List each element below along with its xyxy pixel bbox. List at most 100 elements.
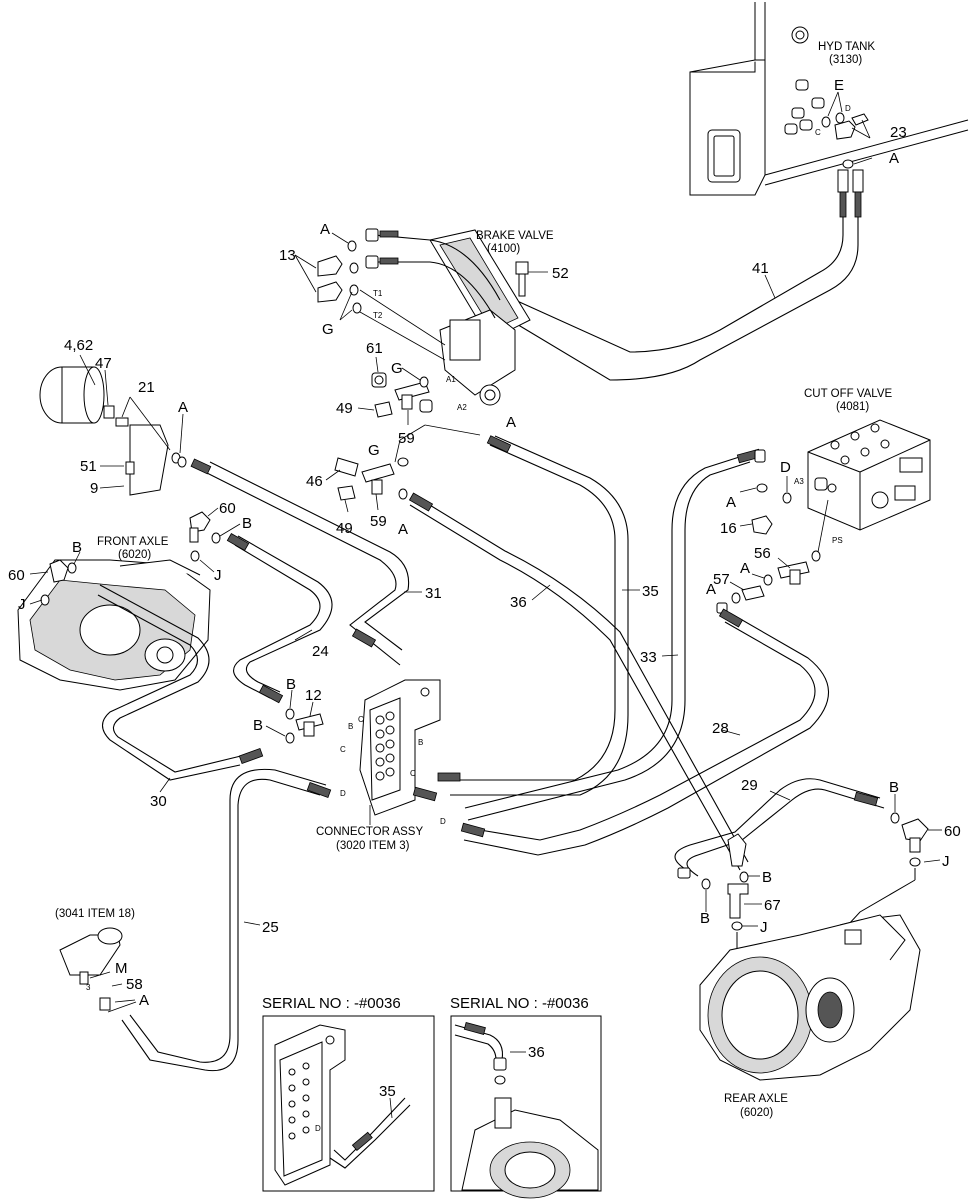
label-b-fa: B xyxy=(72,539,82,556)
inset-port-d: D xyxy=(315,1124,321,1133)
hose-30: 30 xyxy=(97,584,264,810)
label-25: 25 xyxy=(262,919,279,936)
label-67: 67 xyxy=(764,897,781,914)
hose-28: 28 xyxy=(460,608,830,856)
label-12: 12 xyxy=(305,687,322,704)
port-b-conn: B xyxy=(348,722,353,731)
label-a-cov: A xyxy=(726,494,736,511)
hose-35: 35 xyxy=(437,435,659,796)
fitting-52: 52 xyxy=(515,261,569,297)
label-b-67b: B xyxy=(700,910,710,927)
label-61: 61 xyxy=(366,340,383,357)
port-c: C xyxy=(815,128,821,137)
label-j-67: J xyxy=(760,919,768,936)
label-m: M xyxy=(115,960,128,977)
port-d-conn2: D xyxy=(440,817,446,826)
label-g3: G xyxy=(368,442,380,459)
front-axle: FRONT AXLE (6020) 60 B J xyxy=(8,536,211,691)
label-a-tank: A xyxy=(889,150,899,167)
label-59b: 59 xyxy=(370,513,387,530)
inset-serial-1: SERIAL NO : -#0036 D 35 xyxy=(262,995,435,1192)
port-c-conn1: C xyxy=(358,715,364,724)
label-b-12b: B xyxy=(253,717,263,734)
cut-off-valve-code: (4081) xyxy=(836,401,869,413)
part-3041-item-18: (3041 ITEM 18) M 3 58 A xyxy=(55,908,149,1013)
hose-36: 36 xyxy=(408,492,749,871)
label-60b: 60 xyxy=(219,500,236,517)
label-41: 41 xyxy=(752,260,769,277)
rear-axle-name: REAR AXLE xyxy=(724,1093,788,1105)
fittings-rear-right: B 60 J xyxy=(847,779,961,926)
label-30: 30 xyxy=(150,793,167,810)
brake-valve-code: (4100) xyxy=(487,243,520,255)
port-c-conn2: C xyxy=(340,745,346,754)
label-a-bv2: A xyxy=(506,414,516,431)
inset-2-title: SERIAL NO : -#0036 xyxy=(450,995,589,1012)
label-16: 16 xyxy=(720,520,737,537)
label-a3: A xyxy=(398,521,408,538)
label-9: 9 xyxy=(90,480,98,497)
rear-axle-code: (6020) xyxy=(740,1107,773,1119)
hyd-tank-name: HYD TANK xyxy=(818,41,875,53)
label-60c: 60 xyxy=(944,823,961,840)
label-a-bv: A xyxy=(320,221,330,238)
hose-33: 33 xyxy=(412,448,766,821)
label-35-inset: 35 xyxy=(379,1083,396,1100)
cut-off-valve: CUT OFF VALVE (4081) A3 PS D xyxy=(780,388,931,562)
label-j-fa: J xyxy=(18,596,26,613)
label-29: 29 xyxy=(741,777,758,794)
label-35: 35 xyxy=(642,583,659,600)
fittings-46-49-59-lower: G 46 49 59 A A xyxy=(306,414,516,538)
fittings-cut-off: A 16 56 A 57 A xyxy=(706,483,810,614)
label-j-fl: J xyxy=(214,567,222,584)
hose-31: 31 xyxy=(190,458,442,666)
label-51: 51 xyxy=(80,458,97,475)
port-ps: PS xyxy=(832,536,843,545)
label-a-acc: A xyxy=(178,399,188,416)
port-a2: A2 xyxy=(457,403,467,412)
hyd-tank: HYD TANK (3130) xyxy=(689,2,969,196)
hose-29: 29 xyxy=(674,777,885,879)
label-a-58: A xyxy=(139,992,149,1009)
front-axle-code: (6020) xyxy=(118,549,151,561)
port-t2: T2 xyxy=(373,311,383,320)
port-d: D xyxy=(845,104,851,113)
label-e: E xyxy=(834,77,844,94)
connector-assy-code: (3020 ITEM 3) xyxy=(336,840,410,852)
label-b-67a: B xyxy=(762,869,772,886)
brake-valve: BRAKE VALVE (4100) T1 T2 A1 A2 xyxy=(359,228,554,412)
label-j-ra: J xyxy=(942,853,950,870)
label-g-bv2: G xyxy=(391,360,403,377)
port-d-conn: D xyxy=(340,789,346,798)
fittings-rear-left: B B 67 J xyxy=(700,833,781,960)
connector-assy-name: CONNECTOR ASSY xyxy=(316,826,423,838)
label-28: 28 xyxy=(712,720,729,737)
label-52: 52 xyxy=(552,265,569,282)
ref-3041: (3041 ITEM 18) xyxy=(55,908,135,920)
label-56: 56 xyxy=(754,545,771,562)
label-58: 58 xyxy=(126,976,143,993)
port-c-conn3: C xyxy=(410,769,416,778)
tank-fittings: E D C 23 A 41 xyxy=(752,77,907,299)
connector-ports xyxy=(375,711,395,781)
fittings-13: 13 A G xyxy=(279,221,362,338)
port-3: 3 xyxy=(86,983,91,992)
fittings-61-49-59-upper: 61 G 49 59 xyxy=(336,340,433,447)
label-b-fl: B xyxy=(242,515,252,532)
hose-25: 25 xyxy=(121,768,332,1072)
label-31: 31 xyxy=(425,585,442,602)
label-47: 47 xyxy=(95,355,112,372)
port-a3: A3 xyxy=(794,477,804,486)
label-59a: 59 xyxy=(398,430,415,447)
label-36: 36 xyxy=(510,594,527,611)
label-49a: 49 xyxy=(336,400,353,417)
accumulator: 4,62 47 21 A 51 9 xyxy=(39,337,188,497)
port-a1: A1 xyxy=(446,375,456,384)
label-4-62: 4,62 xyxy=(64,337,93,354)
label-d-cov: D xyxy=(780,459,791,476)
label-13: 13 xyxy=(279,247,296,264)
hose-24: 24 xyxy=(226,532,333,704)
label-b-ra: B xyxy=(889,779,899,796)
port-b-conn2: B xyxy=(418,738,423,747)
